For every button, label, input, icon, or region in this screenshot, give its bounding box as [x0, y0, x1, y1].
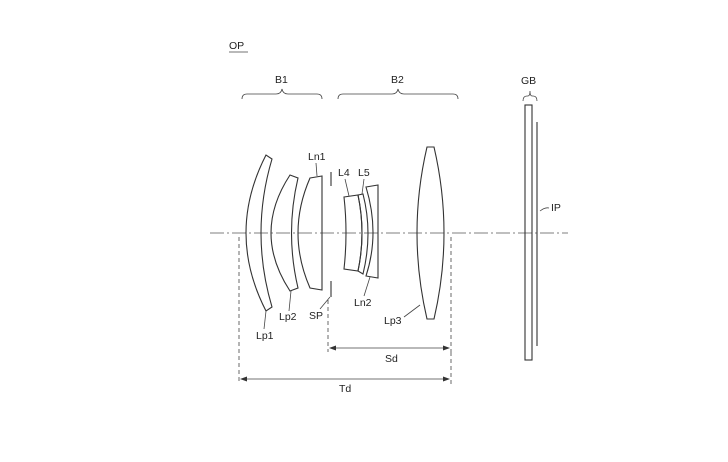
stop-label-sp: SP: [309, 310, 323, 322]
lens-label-ln1: Ln1: [308, 151, 326, 163]
td-arrow-left: [240, 376, 247, 382]
glass-block: [524, 104, 533, 361]
brace-gb: [522, 90, 538, 102]
dimension-label-td: Td: [339, 383, 351, 395]
leader-ln1: [315, 162, 318, 177]
lens-lp1: [245, 154, 273, 312]
leader-l4: [344, 178, 350, 197]
lens-label-lp3: Lp3: [384, 315, 402, 327]
lens-ln2: [365, 184, 379, 279]
group-label-gb: GB: [521, 75, 536, 87]
lens-ln1: [297, 175, 323, 291]
leader-ip: [539, 207, 550, 212]
lens-lp2: [270, 174, 299, 292]
lens-label-lp2: Lp2: [279, 311, 297, 323]
group-label-b2: B2: [391, 74, 404, 86]
leader-lp1: [263, 310, 267, 330]
group-label-b1: B1: [275, 74, 288, 86]
leader-sp: [319, 296, 331, 310]
lens-l5: [357, 193, 369, 275]
leader-ln2: [363, 276, 371, 297]
sd-arrow-left: [329, 345, 336, 351]
td-arrow-right: [443, 376, 450, 382]
leader-lp3: [403, 304, 421, 318]
lens-label-ln2: Ln2: [354, 297, 372, 309]
dimension-label-sd: Sd: [385, 353, 398, 365]
diagram-title: OP: [229, 40, 244, 52]
image-plane-label: IP: [551, 202, 561, 214]
lens-lp3: [416, 146, 445, 320]
leader-l5: [361, 178, 365, 195]
lens-label-lp1: Lp1: [256, 330, 274, 342]
leader-lp2: [288, 290, 292, 312]
lens-label-l4: L4: [338, 167, 350, 179]
sd-arrow-right: [443, 345, 450, 351]
brace-b2: [337, 88, 459, 100]
brace-b1: [241, 88, 323, 100]
lens-label-l5: L5: [358, 167, 370, 179]
